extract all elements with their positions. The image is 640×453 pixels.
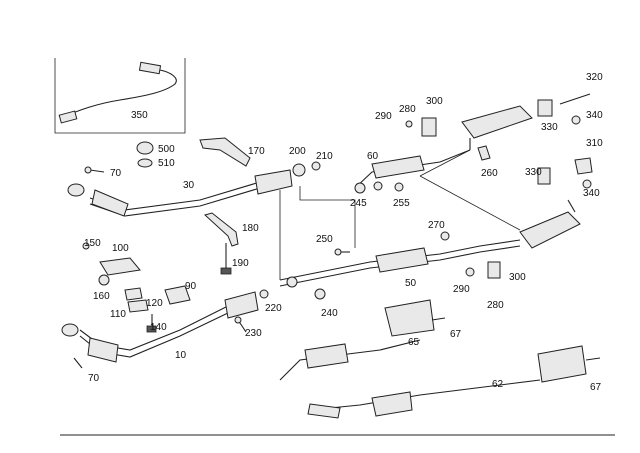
exhaust-variant-62 [307, 345, 601, 419]
label-320: 320 [586, 72, 603, 83]
label-230: 230 [245, 328, 262, 339]
label-50: 50 [405, 278, 417, 289]
label-180: 180 [242, 223, 259, 234]
clamp-500 [136, 141, 154, 155]
label-340-upper: 340 [586, 110, 603, 121]
rear-muffler-upper [405, 93, 591, 150]
front-pipe-upper [67, 161, 321, 217]
label-62: 62 [492, 379, 504, 390]
label-330-lower: 330 [525, 167, 542, 178]
mounting-brackets-left [82, 242, 191, 333]
label-245: 245 [350, 198, 367, 209]
label-90: 90 [185, 281, 197, 292]
label-255: 255 [393, 198, 410, 209]
oxygen-sensor-inset [54, 58, 186, 134]
label-290-upper: 290 [375, 111, 392, 122]
label-280-upper: 280 [399, 104, 416, 115]
label-500: 500 [158, 144, 175, 155]
middle-pipe-50 [279, 231, 521, 300]
label-240: 240 [321, 308, 338, 319]
label-270: 270 [428, 220, 445, 231]
part-number-labels: 350 500 510 70 30 170 200 210 60 245 255… [84, 72, 603, 393]
rear-muffler-lower [519, 157, 593, 249]
label-30: 30 [183, 180, 195, 191]
bracket-180 [204, 212, 239, 247]
label-300-upper: 300 [426, 96, 443, 107]
label-67-lower: 67 [590, 382, 602, 393]
label-330-upper: 330 [541, 122, 558, 133]
label-310: 310 [586, 138, 603, 149]
label-340-lower: 340 [583, 188, 600, 199]
label-350: 350 [131, 110, 148, 121]
label-280-lower: 280 [487, 300, 504, 311]
label-70-upper: 70 [110, 168, 122, 179]
label-65: 65 [408, 337, 420, 348]
label-290-lower: 290 [453, 284, 470, 295]
label-160: 160 [93, 291, 110, 302]
label-10: 10 [175, 350, 187, 361]
label-250: 250 [316, 234, 333, 245]
label-200: 200 [289, 146, 306, 157]
label-170: 170 [248, 146, 265, 157]
front-pipe-lower [61, 289, 269, 369]
label-60: 60 [367, 151, 379, 162]
middle-pipe-60 [354, 145, 491, 194]
heat-shield-170 [199, 137, 251, 167]
label-190: 190 [232, 258, 249, 269]
label-70-lower: 70 [88, 373, 100, 384]
exhaust-variant-65 [279, 299, 446, 381]
clamp-510 [137, 158, 153, 168]
label-150: 150 [84, 238, 101, 249]
label-100: 100 [112, 243, 129, 254]
label-110: 110 [110, 309, 126, 320]
label-510: 510 [158, 158, 175, 169]
label-220: 220 [265, 303, 282, 314]
label-140: 140 [150, 322, 167, 333]
label-260: 260 [481, 168, 498, 179]
label-67-upper: 67 [450, 329, 462, 340]
label-210: 210 [316, 151, 333, 162]
guide-lines [279, 149, 521, 280]
label-120: 120 [146, 298, 163, 309]
label-300-lower: 300 [509, 272, 526, 283]
